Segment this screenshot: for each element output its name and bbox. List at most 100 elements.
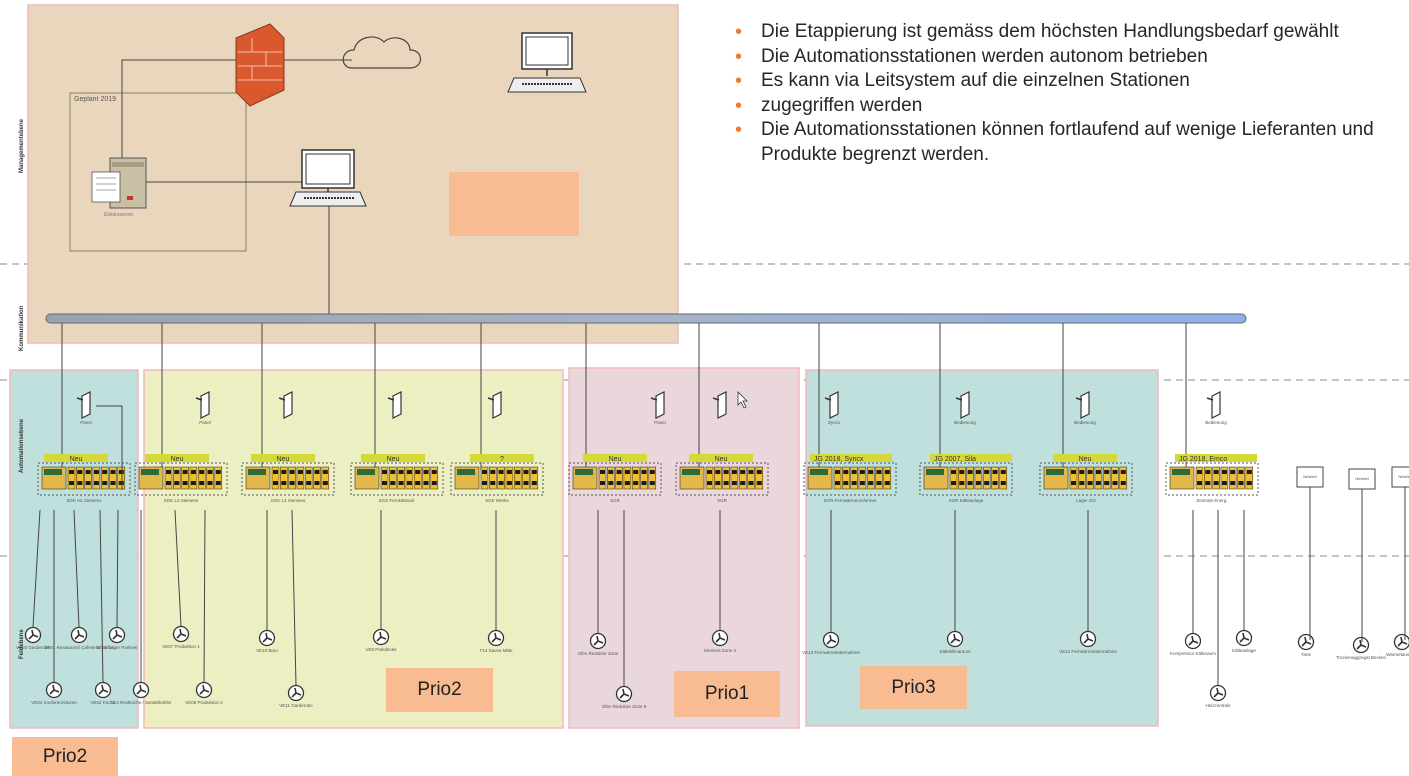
io-module — [389, 466, 397, 490]
fan-label: VE9 Parkdecke — [365, 647, 397, 652]
station-name: SGR — [717, 498, 728, 503]
io-module-terminal — [608, 481, 614, 485]
io-module-terminal — [723, 470, 729, 474]
io-module — [1195, 466, 1204, 490]
group-prio3 — [805, 369, 1159, 727]
prio-label-prio2-bottom: Prio2 — [12, 737, 118, 776]
orange-note-box — [449, 172, 579, 236]
io-module — [513, 466, 522, 490]
io-module-terminal — [431, 470, 437, 474]
fan-device: VE12 Fernwärmeübernahme — [1059, 510, 1117, 654]
automation-station: ?SGK Werke — [450, 391, 544, 503]
station-name: Zentrale Energ. — [1196, 498, 1227, 503]
standalone-boxes: NetzteilNetzteilNetzteil — [1296, 466, 1409, 642]
fan-icon — [615, 685, 633, 703]
io-module-terminal — [382, 470, 387, 474]
station-tag-bar — [470, 454, 534, 462]
station-name: SGK L3 Siemens — [164, 498, 199, 503]
panel-label: Syncx — [828, 420, 841, 425]
io-module-terminal — [1197, 481, 1202, 485]
io-module — [991, 466, 999, 490]
io-module-terminal — [1120, 481, 1126, 485]
operator-panel-icon — [712, 391, 727, 419]
workstation-icon — [507, 32, 587, 93]
io-module-terminal — [415, 481, 421, 485]
io-module — [109, 466, 117, 490]
io-module — [422, 466, 430, 490]
fan-icon — [94, 681, 112, 699]
fan-label: Trockenaggregat Becken — [1336, 655, 1387, 660]
io-module — [164, 466, 173, 490]
io-module — [875, 466, 883, 490]
station-name: SGR Kälteanlage — [949, 498, 984, 503]
io-module-terminal — [174, 481, 180, 485]
io-module-terminal — [1205, 481, 1211, 485]
io-module-terminal — [649, 481, 655, 485]
io-module-terminal — [1205, 470, 1211, 474]
station-tag: JG 2007, Sila — [934, 456, 976, 463]
fan-icon — [70, 626, 88, 644]
fan-label: Ofen Reduktor Zone 8 — [602, 704, 647, 709]
fan-device: T14 Sauna Mitte — [479, 510, 513, 653]
io-module — [1204, 466, 1212, 490]
io-module — [1069, 466, 1078, 490]
io-module-terminal — [748, 470, 754, 474]
io-module-terminal — [182, 481, 188, 485]
io-module-terminal — [740, 481, 746, 485]
station-frame — [37, 462, 131, 496]
io-module — [705, 466, 714, 490]
panel-label: Bedienung — [954, 420, 976, 425]
fan-icon — [822, 631, 840, 649]
io-module — [480, 466, 489, 490]
fan-label: VE13 Fernwärmeübernahme — [802, 650, 860, 655]
io-module-terminal — [523, 481, 529, 485]
io-module-terminal — [951, 470, 956, 474]
io-module-terminal — [166, 470, 171, 474]
bullet-list: Die Etappierung ist gemäss dem höchsten … — [735, 20, 1385, 167]
io-module-terminal — [415, 470, 421, 474]
io-module — [607, 466, 615, 490]
station-tag-bar — [810, 454, 892, 462]
io-module — [430, 466, 439, 490]
io-module-terminal — [1087, 470, 1093, 474]
io-module-terminal — [1104, 470, 1110, 474]
io-module-terminal — [215, 470, 221, 474]
io-module-terminal — [723, 481, 729, 485]
io-module — [1212, 466, 1220, 490]
io-module-terminal — [1230, 470, 1236, 474]
panel-label: Panel — [654, 420, 666, 425]
io-module-terminal — [707, 470, 712, 474]
io-module — [497, 466, 505, 490]
fan-icon — [372, 628, 390, 646]
io-module-terminal — [498, 470, 504, 474]
io-module-terminal — [756, 481, 762, 485]
station-tag: JG 2018, Syncx — [814, 456, 864, 463]
operator-panel-icon — [650, 391, 665, 419]
fan-device: VE07 Produktion 1 — [162, 509, 200, 649]
io-module-terminal — [523, 470, 529, 474]
io-module-terminal — [182, 470, 188, 474]
bullet-item: Die Automationsstationen werden autonom … — [735, 45, 1385, 70]
io-module-terminal — [273, 481, 278, 485]
fan-icon — [172, 625, 190, 643]
fan-label: VE02 Küche — [90, 700, 116, 705]
io-module — [1078, 466, 1086, 490]
station-tag: Neu — [715, 456, 728, 463]
io-module — [530, 466, 539, 490]
server-icon — [91, 157, 147, 209]
io-module — [1102, 466, 1111, 490]
operator-panel-icon — [195, 391, 210, 419]
io-module-terminal — [1079, 481, 1085, 485]
io-module — [640, 466, 648, 490]
fan-device: VE9 Parkdecke — [365, 510, 397, 652]
io-module-terminal — [756, 470, 762, 474]
field-link — [203, 509, 206, 683]
station-frame — [450, 462, 544, 496]
fan-icon — [45, 681, 63, 699]
io-module-terminal — [843, 470, 849, 474]
io-module — [958, 466, 966, 490]
io-module-terminal — [1087, 481, 1093, 485]
io-module-terminal — [423, 481, 429, 485]
io-module-terminal — [959, 470, 965, 474]
